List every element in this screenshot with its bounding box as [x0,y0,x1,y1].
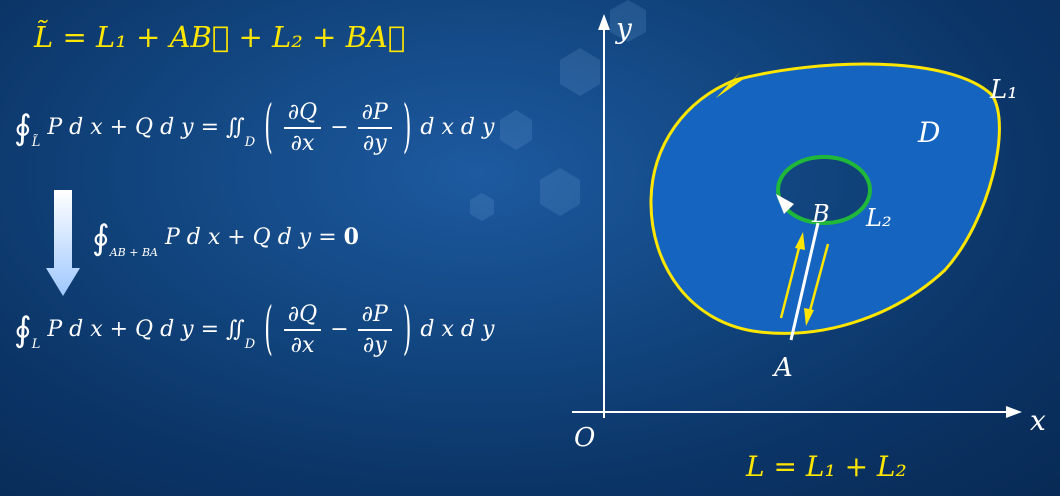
inner-curve-l2 [776,155,872,225]
double-integral-subscript: D [244,337,256,352]
outer-curve-l1 [649,62,1001,335]
left-paren: ( [264,297,273,363]
down-arrow-icon [46,190,80,296]
up-arrow-shaft [779,239,803,319]
point-b-label: B [811,200,830,228]
denominator: ∂x [290,131,315,156]
numerator: ∂P [357,100,392,129]
denominator: ∂x [290,333,315,358]
down-arrow-shaft [806,243,830,319]
contour-subscript: L [31,337,41,352]
green-lhs: P d x + Q d y = ∬ [47,115,245,140]
y-axis-arrowhead [598,14,610,30]
origin-label: O [574,423,595,453]
contour-subscript: L̃ [31,135,41,150]
minus-sign: − [330,115,349,140]
tilde-l-equation: L̃ = L₁ + AB⃗ + L₂ + BA⃗ [34,20,405,54]
fraction-dp-dy: ∂P∂y [357,100,392,156]
outer-curve-label: L₁ [989,75,1018,105]
l-sum-equation: L = L₁ + L₂ [746,450,907,483]
x-axis-arrowhead [1006,406,1022,418]
fraction-dp-dy: ∂P∂y [357,302,392,358]
region-d [650,64,1000,334]
green-lhs: P d x + Q d y = ∬ [47,317,245,342]
right-paren: ) [402,297,412,363]
inner-curve-label: L₂ [865,204,892,232]
double-integral-subscript: D [244,135,256,150]
outer-direction-arrow-icon [716,70,748,98]
denominator: ∂y [362,131,387,156]
l-sum-text: L = L₁ + L₂ [746,450,907,483]
contour-integral-icon: ∮ [14,310,32,350]
contour-integral-icon: ∮ [14,108,32,148]
numerator: ∂Q [283,100,322,129]
minus-sign: − [330,317,349,342]
up-arrow-icon [795,232,805,250]
point-a-label: A [772,353,793,383]
region-label: D [917,116,940,149]
cut-body: P d x + Q d y = [164,225,344,250]
green-tail: d x d y [420,317,495,342]
inner-direction-arrow-icon [776,194,794,214]
left-paren: ( [264,95,273,161]
contour-integral-icon: ∮ [92,218,110,258]
y-axis-label: y [614,12,633,45]
down-arrow-icon [804,308,814,326]
tilde-l-text: L̃ = L₁ + AB⃗ + L₂ + BA⃗ [34,20,406,54]
fraction-dq-dx: ∂Q∂x [283,100,322,156]
green-formula-l: ∮L P d x + Q d y = ∬D ( ∂Q∂x − ∂P∂y ) d … [14,298,495,363]
green-tail: d x d y [420,115,495,140]
numerator: ∂Q [283,302,322,331]
x-axis-label: x [1030,404,1046,437]
right-paren: ) [402,95,412,161]
zero-value: 0 [343,224,359,250]
cut-integral-equation: ∮AB + BA P d x + Q d y = 0 [92,218,359,259]
fraction-dq-dx: ∂Q∂x [283,302,322,358]
cut-subscript: AB + BA [109,246,158,259]
cut-line-ab [789,222,820,341]
green-formula-tilde: ∮L̃ P d x + Q d y = ∬D ( ∂Q∂x − ∂P∂y ) d… [14,96,495,161]
denominator: ∂y [362,333,387,358]
numerator: ∂P [357,302,392,331]
